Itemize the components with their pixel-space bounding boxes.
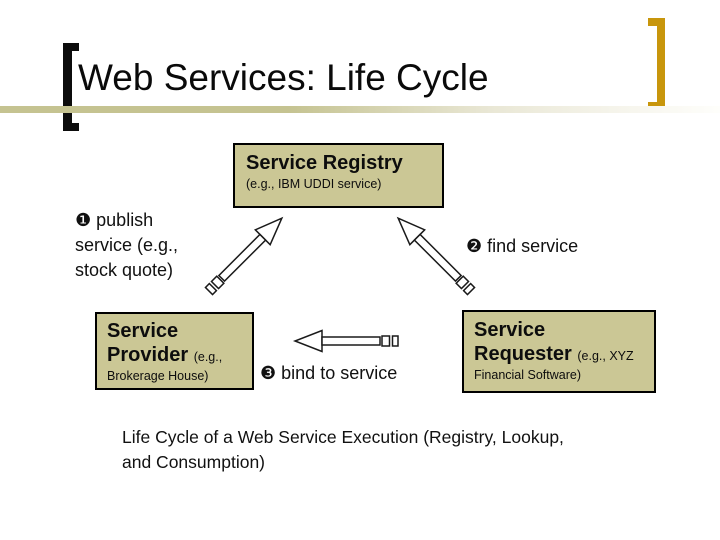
step-bind-label: ❸ bind to service	[260, 363, 398, 383]
step-publish-label: ❶ publish service (e.g., stock quote)	[75, 208, 178, 283]
service-provider-title-line2: Provider (e.g.,	[107, 344, 223, 366]
page-title: Web Services: Life Cycle	[78, 57, 489, 98]
title-left-bracket-decoration	[63, 43, 79, 131]
bind-arrow-icon	[292, 329, 399, 353]
service-requester-subtitle: Financial Software)	[474, 368, 581, 382]
service-provider-title-line1: Service	[107, 320, 179, 342]
service-registry-box: Service Registry (e.g., IBM UDDI service…	[233, 143, 444, 208]
title-right-bracket-decoration	[648, 18, 665, 110]
publish-arrow-icon	[204, 216, 284, 296]
step-publish-line2: service (e.g.,	[75, 235, 179, 255]
step-one-bullet-icon: ❶	[75, 210, 92, 230]
find-arrow-icon	[396, 216, 476, 296]
step-publish-line3: stock quote)	[75, 260, 174, 280]
service-requester-title-line1: Service	[474, 319, 546, 341]
slide-caption-line2: and Consumption)	[122, 452, 265, 472]
slide-caption: Life Cycle of a Web Service Execution (R…	[122, 425, 564, 475]
step-find-label: ❷ find service	[466, 236, 579, 256]
service-requester-box: Service Requester (e.g., XYZ Financial S…	[462, 310, 656, 393]
step-three-bullet-icon: ❸	[260, 363, 277, 383]
title-underline-rule	[0, 106, 720, 113]
service-registry-title: Service Registry	[246, 152, 403, 174]
service-provider-subtitle: Brokerage House)	[107, 369, 209, 383]
service-provider-box: Service Provider (e.g., Brokerage House)	[95, 312, 254, 390]
service-registry-subtitle: (e.g., IBM UDDI service)	[246, 177, 382, 191]
slide-caption-line1: Life Cycle of a Web Service Execution (R…	[122, 427, 564, 447]
step-two-bullet-icon: ❷	[466, 236, 483, 256]
step-publish-line1: ❶ publish	[75, 210, 154, 230]
service-requester-title-line2: Requester (e.g., XYZ	[474, 343, 634, 365]
